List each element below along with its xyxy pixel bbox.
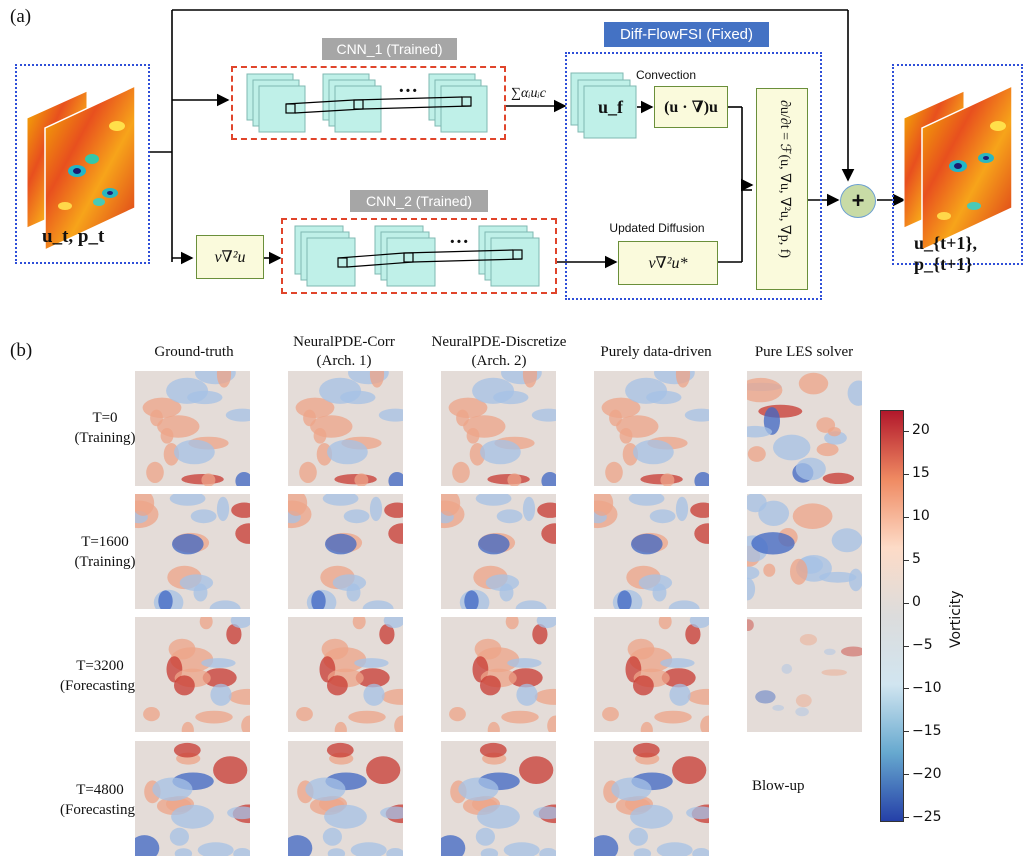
cnn2-box [281,218,557,294]
vorticity-field-r2-c4 [747,617,862,732]
vorticity-field-r3-c0 [135,741,250,856]
colorbar-tick-label: −10 [912,679,942,696]
colorbar-tick-mark [904,817,909,819]
column-header-arch1: NeuralPDE-Corr (Arch. 1) [293,334,395,369]
weighted-sum-label: ∑αᵢuᵢc [511,86,546,101]
colorbar-tick-label: −15 [912,722,942,739]
vorticity-field-r3-c1 [288,741,403,856]
vorticity-field-r0-c4 [747,371,862,486]
row-header-t3200: T=3200 (Forecasting) [60,658,140,694]
uf-layers-graphic [570,72,637,139]
updated-diffusion-title: Updated Diffusion [609,221,705,235]
uf-label: u_f [598,97,624,117]
row-header-t0: T=0 (Training) [74,410,136,446]
colorbar-tick-mark [904,473,909,475]
diff-flowfsi-box [565,52,822,300]
vorticity-field-r2-c2 [441,617,556,732]
vorticity-field-r2-c3 [594,617,709,732]
colorbar-tick-mark [904,516,909,518]
vorticity-field-r1-c0 [135,494,250,609]
colorbar-label: Vorticity [948,590,964,648]
colorbar-tick-label: 10 [912,508,930,525]
add-node: + [840,184,876,218]
column-header-les: Pure LES solver [754,344,854,360]
diff-flowfsi-label: Diff-FlowFSI (Fixed) [604,22,769,47]
convection-term-box: (u · ∇)u [654,86,728,128]
colorbar-tick-mark [904,430,909,432]
colorbar-tick-mark [904,731,909,733]
colorbar-tick-label: 15 [912,465,930,482]
cnn1-ellipsis: ··· [398,80,419,102]
vorticity-field-r1-c3 [594,494,709,609]
convection-title: Convection [635,68,697,82]
output-flow-field-image [903,84,1013,252]
cnn2-layers-graphic [294,225,540,287]
output-state-box [892,64,1023,265]
column-header-ground-truth: Ground-truth [154,344,234,360]
vorticity-field-r0-c3 [594,371,709,486]
cnn1-box [231,66,506,140]
colorbar-tick-label: −5 [912,637,933,654]
colorbar [880,410,904,822]
input-flow-field-image [26,84,136,252]
vorticity-field-r0-c1 [288,371,403,486]
updated-diffusion-term-box: ν∇²u* [618,241,718,285]
diffusion-operator-box: ν∇²u [196,235,264,279]
vorticity-field-r1-c2 [441,494,556,609]
colorbar-tick-mark [904,774,909,776]
vorticity-field-r1-c4 [747,494,862,609]
colorbar-tick-label: −20 [912,765,942,782]
panel-a-label: (a) [10,6,32,27]
column-header-data-driven: Purely data-driven [600,344,712,360]
colorbar-tick-mark [904,688,909,690]
blow-up-label: Blow-up [752,778,805,794]
cnn2-label: CNN_2 (Trained) [350,190,488,212]
colorbar-gradient [881,411,903,821]
colorbar-tick-label: 20 [912,422,930,439]
colorbar-tick-label: 0 [912,594,921,611]
vorticity-field-r3-c3 [594,741,709,856]
vorticity-field-r2-c0 [135,617,250,732]
cnn1-label: CNN_1 (Trained) [322,38,457,60]
colorbar-tick-mark [904,559,909,561]
panel-b-label: (b) [10,340,33,361]
colorbar-tick-mark [904,645,909,647]
vorticity-field-r0-c2 [441,371,556,486]
row-header-t1600: T=1600 (Training) [74,534,136,570]
vorticity-field-r2-c1 [288,617,403,732]
cnn1-layers-graphic [246,73,488,133]
output-label: u_{t+1}, p_{t+1} [914,233,977,274]
governing-equation: ∂u/∂t = ℱ(u, ∇u, ∇²u, ∇p, f) [777,100,792,259]
vorticity-field-r3-c2 [441,741,556,856]
row-header-t4800: T=4800 (Forecasting) [60,782,140,818]
column-header-arch2: NeuralPDE-Discretize (Arch. 2) [431,334,567,369]
cnn2-ellipsis: ··· [449,231,470,253]
governing-equation-box [756,88,808,290]
vorticity-field-r1-c1 [288,494,403,609]
colorbar-tick-label: −25 [912,808,942,825]
colorbar-tick-label: 5 [912,551,921,568]
input-state-box [15,64,150,264]
input-label: u_t, p_t [42,226,105,247]
vorticity-field-r0-c0 [135,371,250,486]
colorbar-tick-mark [904,602,909,604]
